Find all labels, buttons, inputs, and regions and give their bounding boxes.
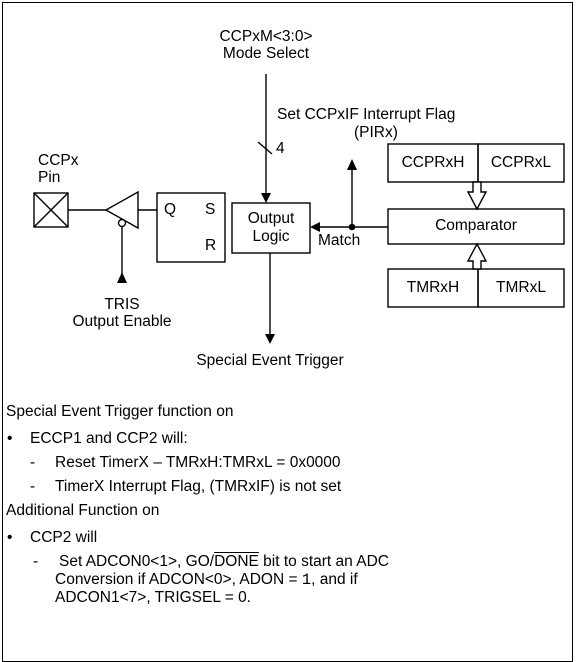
ccp-compare-block-diagram bbox=[33, 74, 565, 344]
dash-3: - bbox=[33, 553, 39, 570]
latch-s-label: S bbox=[205, 201, 216, 218]
notes-item-2-sub-1-line-2: Conversion if ADCON<0>, ADON = 1, and if bbox=[55, 571, 358, 589]
match-label: Match bbox=[318, 232, 361, 249]
done-overline-text: DONE bbox=[214, 553, 259, 570]
bus-slash bbox=[257, 141, 273, 155]
hollow-arrow-tmr bbox=[466, 242, 488, 270]
ccprxh-label: CCPRxH bbox=[401, 154, 465, 171]
mode-select-label-line1: CCPxM<3:0> bbox=[219, 28, 313, 45]
notes-item-1-sub-1: Reset TimerX – TMRxH:TMRxL = 0x0000 bbox=[55, 454, 341, 471]
output-logic-label-line2: Logic bbox=[252, 228, 290, 245]
tmrxl-box bbox=[477, 268, 565, 308]
notes-item-1: ECCP1 and CCP2 will: bbox=[30, 430, 188, 447]
tris-label-line1: TRIS bbox=[104, 296, 140, 313]
notes-item-2: CCP2 will bbox=[30, 529, 98, 546]
tris-label-line2: Output Enable bbox=[72, 313, 172, 330]
ccpx-pin-label-line1: CCPx bbox=[38, 152, 79, 169]
notes-item-2-sub-1-line-3: ADCON1<7>, TRIGSEL = 0. bbox=[55, 589, 251, 606]
arrowhead-mode-select bbox=[261, 193, 271, 203]
interrupt-flag-label-line2: (PIRx) bbox=[354, 124, 398, 141]
latch-r-label: R bbox=[205, 237, 217, 254]
bus-width-label: 4 bbox=[276, 140, 285, 157]
arrowhead-tris bbox=[117, 272, 127, 283]
adcon-text-part2: bit to start an ADC bbox=[258, 553, 389, 570]
output-logic-box bbox=[231, 202, 311, 254]
interrupt-flag-label-line1: Set CCPxIF Interrupt Flag bbox=[277, 106, 456, 123]
hollow-arrow-ccpr bbox=[466, 181, 488, 211]
dash-2: - bbox=[30, 478, 36, 495]
ccpx-pin-label-line2: Pin bbox=[38, 169, 61, 186]
comparator-label: Comparator bbox=[435, 217, 517, 234]
arrowhead-special-event bbox=[265, 334, 275, 344]
notes-item-2-sub-1-line-1: Set ADCON0<1>, GO/DONE bit to start an A… bbox=[59, 553, 389, 571]
conversion-text-part2: , and if bbox=[311, 571, 358, 588]
tmrxh-label: TMRxH bbox=[406, 279, 460, 296]
buffer-enable-bubble bbox=[117, 218, 127, 228]
notes-item-1-sub-2: TimerX Interrupt Flag, (TMRxIF) is not s… bbox=[55, 478, 342, 495]
bullet-1: • bbox=[7, 430, 13, 447]
notes-heading-2: Additional Function on bbox=[6, 502, 160, 519]
arrowhead-match bbox=[310, 222, 320, 232]
arrowhead-interrupt-flag bbox=[347, 159, 357, 170]
adcon-text-part1: Set ADCON0<1>, GO/ bbox=[59, 553, 215, 570]
mode-select-label-line2: Mode Select bbox=[222, 45, 310, 62]
sr-latch bbox=[156, 192, 226, 263]
ccpx-pin-x2 bbox=[33, 192, 69, 228]
ccprxl-label: CCPRxL bbox=[490, 154, 552, 171]
match-junction-dot bbox=[348, 223, 356, 231]
adon-value-mono: 1 bbox=[301, 571, 312, 589]
notes-heading-1: Special Event Trigger function on bbox=[6, 403, 234, 420]
output-logic-label-line1: Output bbox=[247, 210, 295, 227]
special-event-trigger-label: Special Event Trigger bbox=[196, 352, 344, 369]
conversion-text-part1: Conversion if ADCON<0>, ADON = bbox=[55, 571, 302, 588]
tmrxl-label: TMRxL bbox=[496, 279, 546, 296]
comparator-box bbox=[387, 208, 565, 245]
latch-q-label: Q bbox=[164, 201, 177, 218]
ccprxl-box bbox=[477, 143, 565, 183]
dash-1: - bbox=[30, 454, 36, 471]
bullet-2: • bbox=[7, 529, 13, 546]
